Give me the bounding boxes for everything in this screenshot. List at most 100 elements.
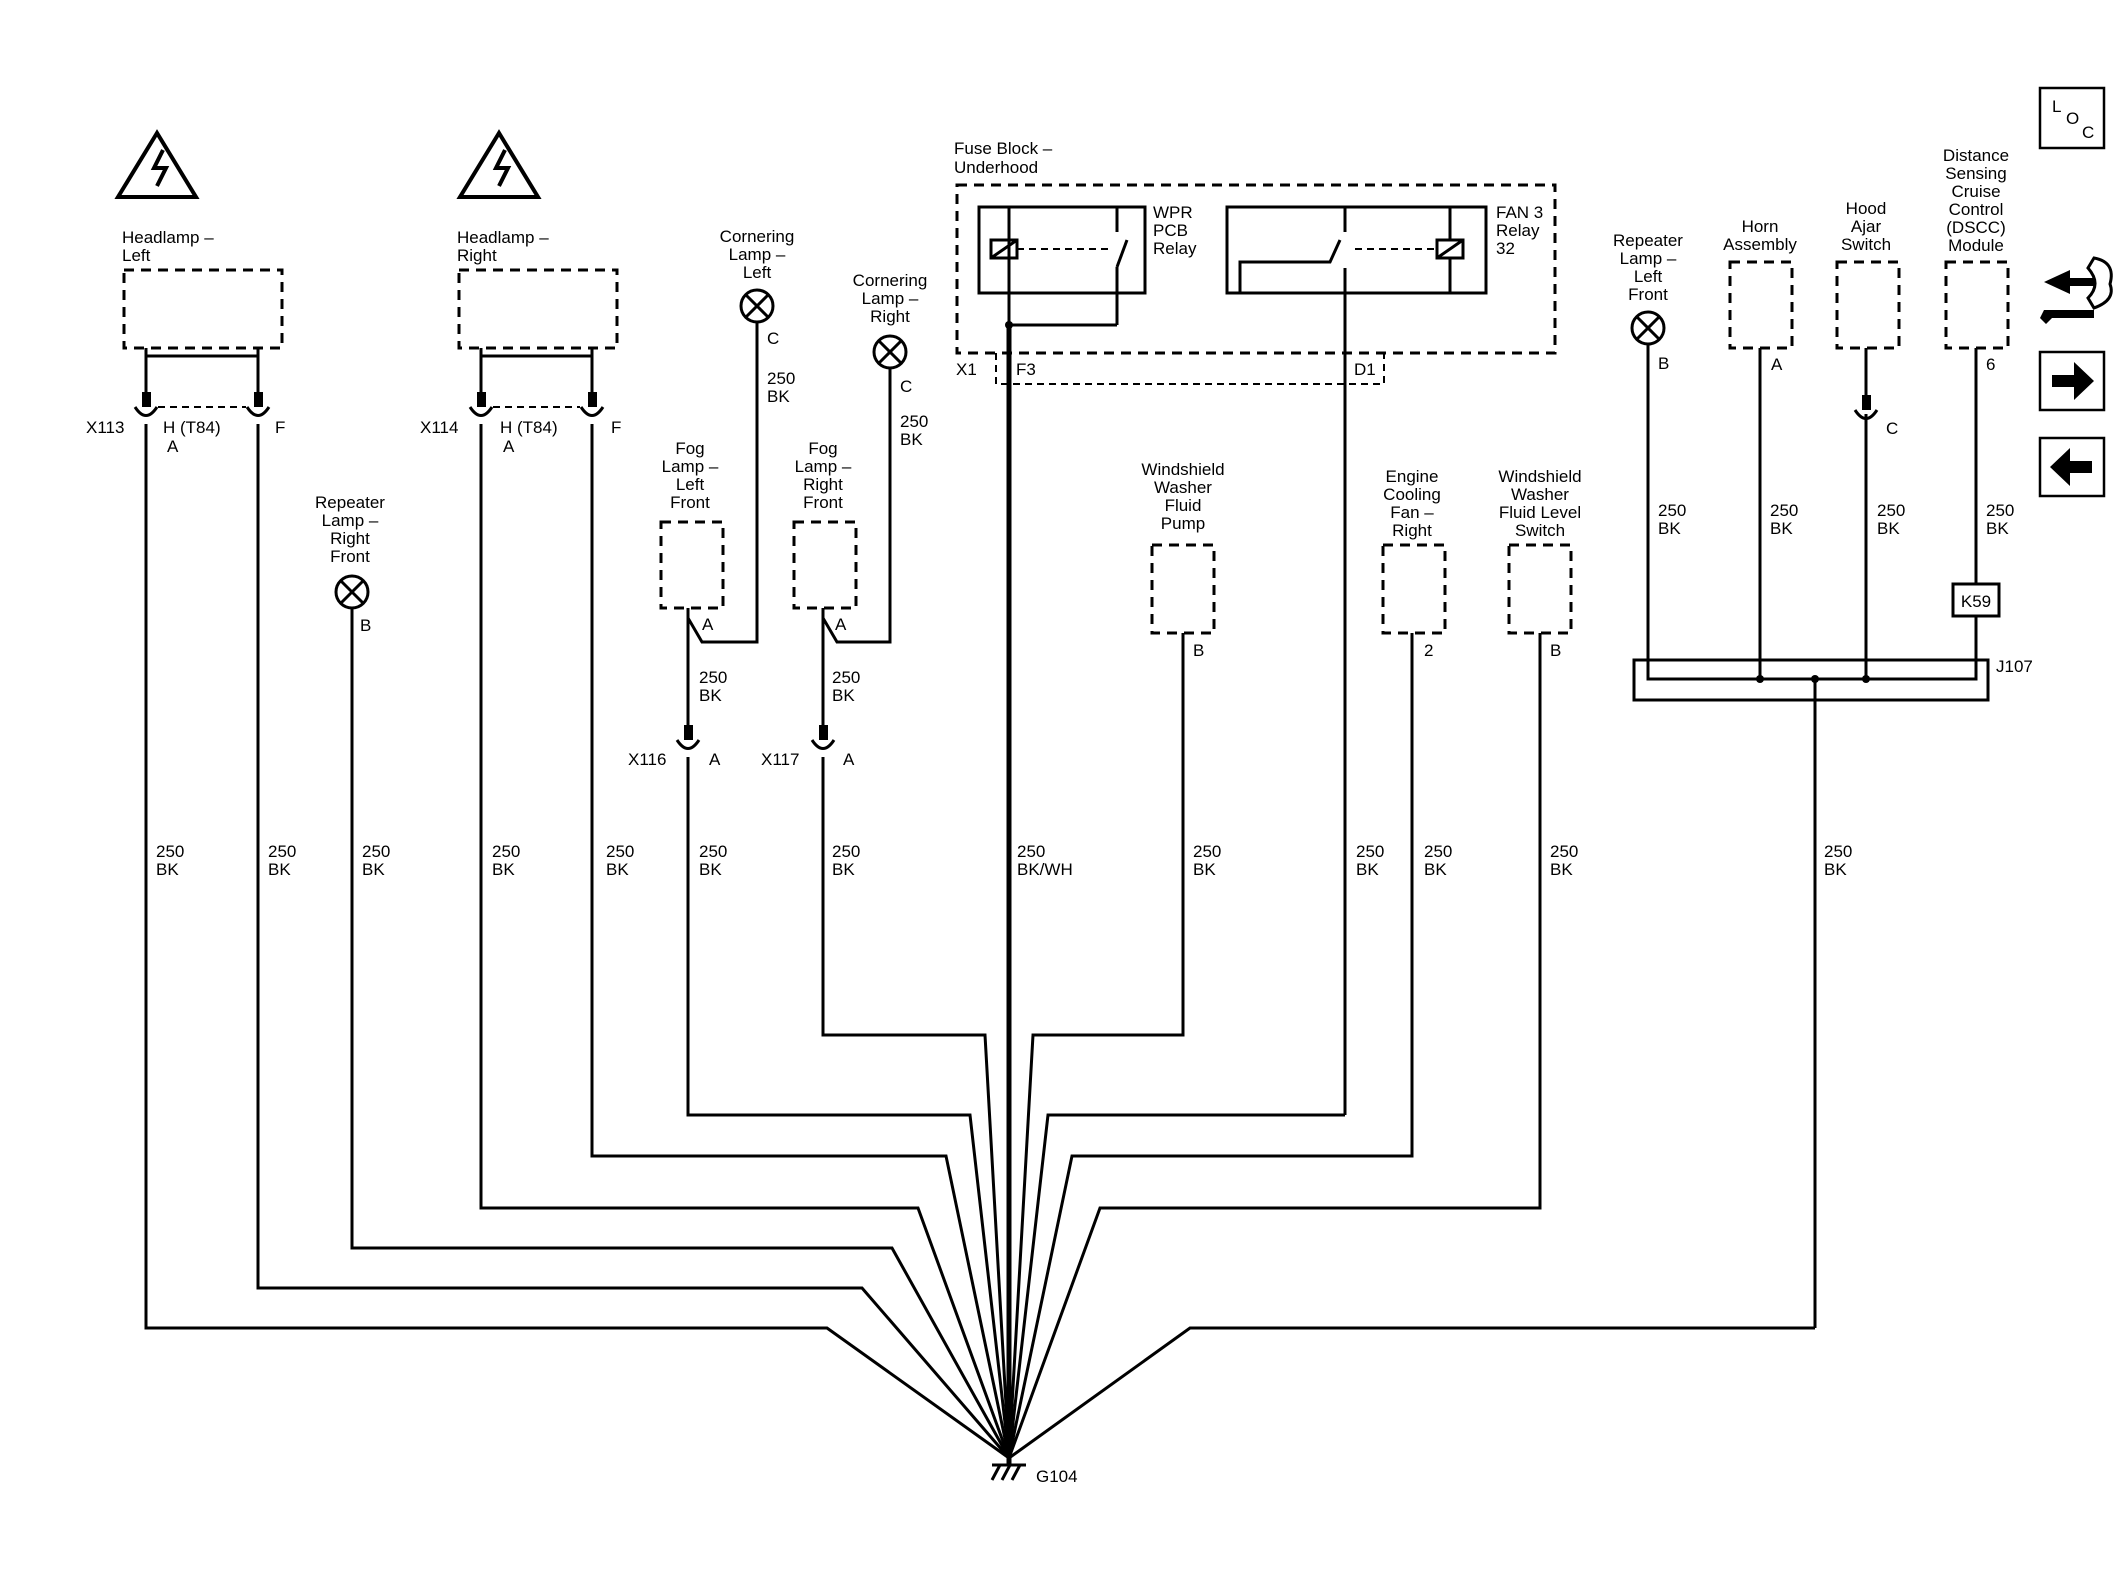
svg-text:250: 250: [900, 412, 928, 431]
windshield-washer-fluid-pump: Windshield Washer Fluid Pump B: [1141, 460, 1224, 660]
warning-hv-icon-left: [114, 129, 200, 199]
svg-text:250: 250: [832, 668, 860, 687]
hood-ajar-switch: Hood Ajar Switch: [1835, 199, 1901, 350]
loc-button[interactable]: L O C: [2038, 86, 2106, 150]
svg-text:C: C: [1886, 419, 1898, 438]
svg-text:G104: G104: [1036, 1467, 1078, 1486]
ground-wires: [144, 424, 1815, 1460]
svg-text:250: 250: [492, 842, 520, 861]
svg-text:A: A: [167, 437, 179, 456]
svg-text:250: 250: [1017, 842, 1045, 861]
svg-text:Cornering: Cornering: [720, 227, 795, 246]
svg-text:PCB: PCB: [1153, 221, 1188, 240]
svg-text:Fog: Fog: [675, 439, 704, 458]
svg-text:Left: Left: [676, 475, 705, 494]
engine-cooling-fan-right: Engine Cooling Fan – Right 2: [1381, 467, 1447, 660]
svg-text:BK: BK: [832, 860, 855, 879]
svg-text:32: 32: [1496, 239, 1515, 258]
svg-text:Fluid Level: Fluid Level: [1499, 503, 1581, 522]
wrench-service-icon[interactable]: [2040, 256, 2113, 324]
svg-text:Washer: Washer: [1154, 478, 1212, 497]
svg-text:A: A: [503, 437, 515, 456]
svg-text:Front: Front: [1628, 285, 1668, 304]
svg-text:250: 250: [268, 842, 296, 861]
svg-text:Windshield: Windshield: [1498, 467, 1581, 486]
svg-text:Relay: Relay: [1496, 221, 1540, 240]
svg-text:Lamp –: Lamp –: [795, 457, 852, 476]
svg-text:Fog: Fog: [808, 439, 837, 458]
svg-text:B: B: [1658, 354, 1669, 373]
cornering-lamp-right: Cornering Lamp – Right C 250 BK: [853, 271, 929, 449]
svg-text:Right: Right: [457, 246, 497, 265]
svg-text:Cornering: Cornering: [853, 271, 928, 290]
svg-text:250: 250: [362, 842, 390, 861]
svg-text:Underhood: Underhood: [954, 158, 1038, 177]
svg-text:Switch: Switch: [1515, 521, 1565, 540]
svg-text:BK: BK: [1986, 519, 2009, 538]
svg-text:A: A: [702, 615, 714, 634]
svg-text:250: 250: [699, 668, 727, 687]
svg-text:BK: BK: [1193, 860, 1216, 879]
svg-text:BK: BK: [832, 686, 855, 705]
svg-text:250: 250: [1193, 842, 1221, 861]
svg-text:250: 250: [156, 842, 184, 861]
svg-text:Repeater: Repeater: [1613, 231, 1683, 250]
windshield-washer-fluid-level-switch: Windshield Washer Fluid Level Switch B: [1498, 467, 1581, 660]
svg-text:6: 6: [1986, 355, 1995, 374]
svg-text:250: 250: [1658, 501, 1686, 520]
connector-x116: X116 A: [628, 725, 721, 769]
svg-text:Switch: Switch: [1841, 235, 1891, 254]
svg-text:Front: Front: [330, 547, 370, 566]
headlamp-right: Headlamp – Right: [457, 228, 619, 350]
ground-g104: G104: [990, 1458, 1078, 1486]
svg-text:BK: BK: [1877, 519, 1900, 538]
svg-text:F: F: [275, 418, 285, 437]
svg-text:250: 250: [767, 369, 795, 388]
svg-text:L: L: [2052, 97, 2061, 116]
repeater-lamp-right-front: Repeater Lamp – Right Front B: [315, 493, 385, 635]
repeater-lamp-left-front: Repeater Lamp – Left Front B: [1613, 231, 1683, 373]
svg-text:A: A: [709, 750, 721, 769]
svg-text:BK: BK: [900, 430, 923, 449]
svg-text:Pump: Pump: [1161, 514, 1205, 533]
svg-text:BK: BK: [606, 860, 629, 879]
svg-text:Right: Right: [1392, 521, 1432, 540]
svg-text:250: 250: [606, 842, 634, 861]
svg-text:250: 250: [1770, 501, 1798, 520]
svg-text:Cruise: Cruise: [1951, 182, 2000, 201]
svg-text:J107: J107: [1996, 657, 2033, 676]
svg-text:H (T84): H (T84): [163, 418, 221, 437]
svg-text:Lamp –: Lamp –: [322, 511, 379, 530]
svg-text:250: 250: [699, 842, 727, 861]
connector-x1: X1 F3 D1: [956, 353, 1385, 385]
svg-text:Front: Front: [670, 493, 710, 512]
svg-text:A: A: [843, 750, 855, 769]
svg-text:Lamp –: Lamp –: [729, 245, 786, 264]
svg-text:C: C: [767, 329, 779, 348]
svg-text:BK: BK: [1658, 519, 1681, 538]
svg-text:250: 250: [1877, 501, 1905, 520]
svg-text:D1: D1: [1354, 360, 1376, 379]
svg-text:Headlamp –: Headlamp –: [457, 228, 549, 247]
fog-lamp-right-front: Fog Lamp – Right Front A: [792, 439, 858, 634]
svg-text:2: 2: [1424, 641, 1433, 660]
dscc-module: Distance Sensing Cruise Control (DSCC) M…: [1943, 146, 2010, 374]
svg-text:X113: X113: [86, 418, 124, 437]
connector-x113: X113 H (T84) A F: [86, 392, 285, 456]
svg-text:A: A: [835, 615, 847, 634]
svg-text:Left: Left: [743, 263, 772, 282]
connector-x114: X114 H (T84) A F: [420, 392, 621, 456]
connector-x117: X117 A: [761, 725, 855, 769]
svg-text:Right: Right: [870, 307, 910, 326]
connector-hood-switch-c: C: [1853, 395, 1898, 438]
svg-text:A: A: [1771, 355, 1783, 374]
svg-text:Repeater: Repeater: [315, 493, 385, 512]
svg-text:Fuse Block –: Fuse Block –: [954, 139, 1053, 158]
svg-text:Headlamp –: Headlamp –: [122, 228, 214, 247]
next-arrow-button[interactable]: [2038, 350, 2106, 412]
svg-text:BK: BK: [492, 860, 515, 879]
previous-arrow-button[interactable]: [2038, 436, 2106, 498]
svg-text:BK: BK: [1550, 860, 1573, 879]
svg-text:Left: Left: [1634, 267, 1663, 286]
